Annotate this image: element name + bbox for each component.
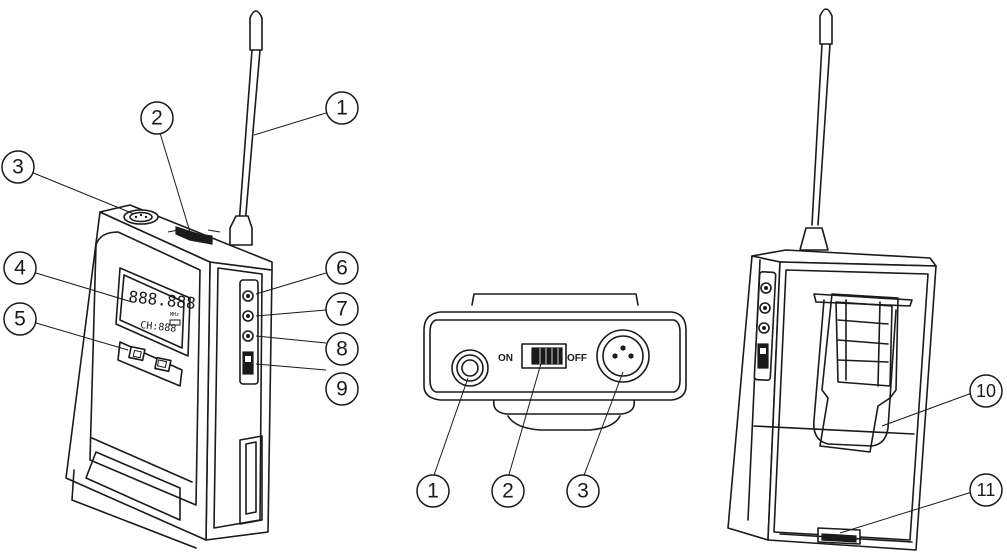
front-leader-lines bbox=[30, 112, 327, 371]
svg-text:3: 3 bbox=[12, 156, 24, 179]
svg-text:2: 2 bbox=[151, 107, 163, 130]
svg-text:9: 9 bbox=[336, 378, 348, 401]
svg-text:3: 3 bbox=[577, 480, 589, 503]
top-leader-lines bbox=[432, 359, 624, 479]
svg-text:1: 1 bbox=[427, 480, 439, 503]
callout-top-1: 1 bbox=[416, 474, 450, 508]
battery-icon bbox=[169, 319, 181, 326]
svg-text:1: 1 bbox=[336, 97, 348, 120]
svg-text:4: 4 bbox=[14, 257, 26, 280]
set-button[interactable] bbox=[128, 345, 146, 362]
callout-3: 3 bbox=[1, 150, 35, 184]
belt-clip bbox=[812, 293, 913, 453]
antenna-front bbox=[229, 10, 263, 246]
headphone-jack bbox=[451, 349, 489, 387]
lcd-channel-readout: CH:888 bbox=[140, 320, 177, 335]
callout-4: 4 bbox=[3, 251, 37, 285]
back-leader-lines bbox=[839, 392, 973, 534]
power-switch[interactable]: ON OFF bbox=[498, 343, 587, 369]
lcd-unit: MHz bbox=[170, 312, 179, 318]
front-buttons bbox=[117, 341, 183, 387]
lcd-display: 888.888 CH:888 MHz bbox=[115, 267, 197, 357]
svg-text:5: 5 bbox=[14, 308, 26, 331]
svg-text:11: 11 bbox=[977, 480, 996, 500]
callout-6: 6 bbox=[325, 251, 359, 285]
off-label: OFF bbox=[567, 353, 587, 364]
callout-top-3: 3 bbox=[566, 474, 600, 508]
back-view bbox=[727, 8, 937, 551]
svg-text:7: 7 bbox=[336, 298, 348, 321]
callout-5: 5 bbox=[3, 302, 37, 336]
antenna-back bbox=[799, 8, 833, 251]
svg-text:10: 10 bbox=[976, 381, 996, 401]
callout-2: 2 bbox=[140, 101, 174, 135]
svg-text:8: 8 bbox=[336, 338, 348, 361]
callout-top-2: 2 bbox=[491, 474, 525, 508]
callout-8: 8 bbox=[325, 332, 359, 366]
front-view: 888.888 CH:888 MHz bbox=[65, 10, 273, 549]
on-label: ON bbox=[498, 353, 513, 364]
callout-9: 9 bbox=[325, 372, 359, 406]
callout-11: 11 bbox=[969, 473, 1003, 507]
top-view: ON OFF bbox=[423, 293, 687, 431]
back-side-jacks bbox=[753, 271, 777, 381]
battery-latch bbox=[779, 527, 913, 545]
callout-7: 7 bbox=[325, 292, 359, 326]
power-switch-top bbox=[167, 226, 221, 245]
side-jacks bbox=[239, 279, 259, 385]
callout-1: 1 bbox=[325, 91, 359, 125]
body-front-face bbox=[65, 211, 211, 541]
svg-text:6: 6 bbox=[336, 257, 348, 280]
xlr-socket bbox=[596, 329, 650, 383]
svg-text:2: 2 bbox=[502, 480, 514, 503]
callout-10: 10 bbox=[969, 374, 1003, 408]
